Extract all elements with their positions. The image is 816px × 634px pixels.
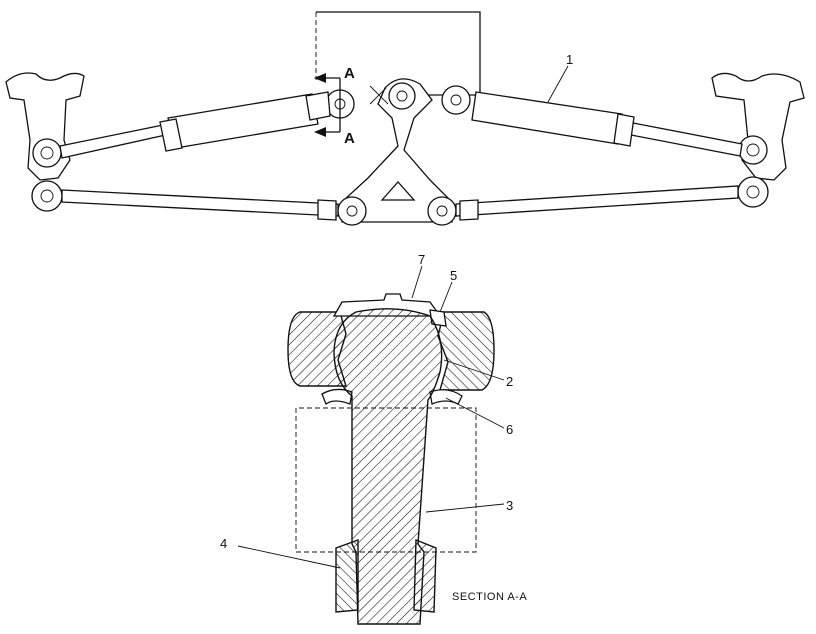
center-pivot-pin [396,90,408,102]
center-bellcrank [341,78,453,223]
center-pivot [388,82,416,110]
leader-5 [439,281,453,313]
lower-right-pivot-pin [436,205,448,217]
right-tie-rod [455,185,739,217]
right-lower-knuckle-eye-pin [746,185,760,199]
castle-nut-left [335,539,359,613]
castle-nut-right [413,538,437,613]
left-tierod-end-pivot [32,138,62,168]
right-lower-knuckle-eye [737,176,769,208]
label-part-7: 7 [418,252,425,267]
label-part-6: 6 [506,422,513,437]
section-a-a-view: 7 5 2 6 3 4 SECTION A-A [220,252,527,625]
left-tie-rod-end [317,199,337,221]
upper-arrow-icon [314,73,326,83]
label-part-2: 2 [506,374,513,389]
left-cylinder-gland [159,118,183,152]
center-pivot-lines [369,85,389,105]
right-cylinder-end-pin [450,94,462,106]
leader-6 [445,397,505,429]
linkage-top-view: A A 1 [5,11,805,226]
label-part-5: 5 [450,268,457,283]
bellcrank-cutout [380,181,416,201]
label-part-4: 4 [220,536,227,551]
lower-right-pivot [427,196,457,226]
right-tie-rod-end [459,199,479,221]
lower-left-pivot-pin [346,205,358,217]
lower-left-pivot [337,196,367,226]
lower-arrow-icon [314,127,326,137]
section-mark-upper: A [344,65,355,82]
right-cylinder-gland [613,113,635,147]
right-tierod-end-pivot [738,135,768,165]
left-socket-block [287,311,347,387]
label-part-3: 3 [506,498,513,513]
left-tie-rod [61,189,339,217]
leader-3 [425,503,505,513]
ball-stud [333,308,443,625]
lower-seal [321,388,353,406]
section-mark-lower: A [344,130,355,147]
lower-seal-right [429,389,463,405]
left-cylinder-clevis [305,91,331,121]
section-caption: SECTION A-A [452,591,527,603]
right-cylinder-end-eye [441,85,471,115]
left-lower-knuckle-eye-pin [40,189,54,203]
right-tierod-end-pivot-pin [746,143,760,157]
leader-4 [237,545,341,569]
right-socket-block [437,311,495,391]
left-cylinder-body [167,93,319,149]
right-steering-knuckle [711,72,805,181]
leader-7 [411,265,423,299]
right-cylinder-body [471,91,623,145]
left-lower-knuckle-eye [31,180,63,212]
right-cylinder-rod [625,121,743,157]
left-cylinder-rod [59,123,171,159]
leader-1 [547,65,569,103]
leader-2 [443,359,505,381]
label-part-1: 1 [566,52,573,67]
left-tierod-end-pivot-pin [40,146,54,160]
section-cut-marker: A A [314,65,355,147]
